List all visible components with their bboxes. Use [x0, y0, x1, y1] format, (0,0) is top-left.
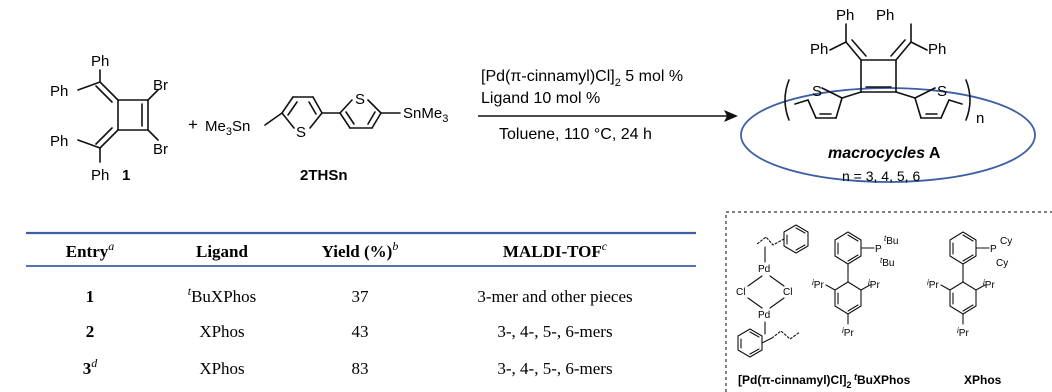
results-table: Entrya Ligand Yield (%)b MALDI-TOFc 1 tB… — [26, 231, 696, 378]
ipr-label: iPr — [812, 278, 824, 291]
sulfur-label: S — [296, 124, 306, 141]
table-row: 1 tBuXPhos 37 3-mer and other pieces — [86, 284, 633, 306]
table-cell-yield: 43 — [352, 322, 369, 341]
table-header-yield: Yield (%)b — [322, 239, 399, 261]
table-cell-maldi: 3-mer and other pieces — [477, 287, 632, 306]
dashed-frame — [725, 211, 1052, 392]
ipr-label: iPr — [957, 326, 969, 339]
cl-label: Cl — [736, 287, 745, 298]
table-cell-yield: 83 — [352, 359, 369, 378]
reaction-conditions: [Pd(π-cinnamyl)Cl]2 5 mol % Ligand 10 mo… — [481, 68, 683, 143]
ipr-label: iPr — [983, 278, 995, 291]
table-cell-entry: 2 — [86, 322, 95, 341]
table-cell-yield: 37 — [352, 287, 370, 306]
br-label: Br — [153, 141, 168, 158]
pd-complex-label: [Pd(π-cinnamyl)Cl]2 — [738, 373, 852, 390]
xphos-label: XPhos — [964, 373, 1002, 387]
sulfur-label: S — [812, 83, 822, 100]
cy-label: Cy — [1000, 236, 1012, 247]
product-name: macrocycles A — [828, 145, 941, 162]
cl-label: Cl — [783, 287, 792, 298]
pd-label: Pd — [758, 310, 770, 321]
sulfur-label: S — [355, 91, 365, 108]
table-cell-ligand: XPhos — [199, 322, 244, 341]
plus-sign: + — [188, 115, 198, 134]
product-macrocycle: Ph Ph Ph Ph S S n macrocycles A n = 3, 4… — [740, 7, 1036, 184]
table-cell-ligand: tBuXPhos — [188, 284, 257, 306]
tbu-label: tBu — [880, 256, 894, 269]
table-header-maldi: MALDI-TOFc — [503, 239, 608, 261]
sulfur-label: S — [937, 83, 947, 100]
pd-cinnamyl-dimer: Pd Cl Cl Pd [Pd(π-cinnamyl)Cl]2 — [736, 224, 852, 390]
ph-label: Ph — [91, 53, 109, 70]
ipr-label: iPr — [868, 278, 880, 291]
macrocycle-ellipse — [740, 87, 1036, 183]
br-label: Br — [153, 77, 168, 94]
phosphorus-label: P — [990, 244, 997, 255]
ph-label: Ph — [810, 41, 828, 58]
tbuxphos-structure: P tBu tBu iPr iPr iPr tBuXPhos — [812, 231, 911, 387]
ph-label: Ph — [50, 133, 68, 150]
repeat-n: n — [976, 110, 984, 127]
ipr-label: iPr — [842, 326, 854, 339]
compound-number: 2THSn — [300, 167, 348, 184]
ligand-structures-box: Pd Cl Cl Pd [Pd(π-cinnamyl)Cl]2 — [725, 211, 1052, 392]
ph-label: Ph — [876, 7, 894, 24]
catalyst-text: [Pd(π-cinnamyl)Cl]2 5 mol % — [481, 68, 683, 89]
tbu-label: tBu — [884, 234, 898, 247]
compound-1: Ph Ph Br Br Ph Ph 1 — [50, 53, 168, 184]
stannyl-label: Me3Sn — [205, 118, 250, 138]
tbuxphos-label: tBuXPhos — [854, 372, 911, 387]
table-row: 2 XPhos 43 3-, 4-, 5-, 6-mers — [86, 322, 613, 341]
table-cell-entry: 1 — [86, 287, 95, 306]
ligand-text: Ligand 10 mol % — [481, 90, 600, 107]
compound-number: 1 — [122, 167, 130, 184]
phosphorus-label: P — [875, 244, 882, 255]
table-cell-entry: 3d — [83, 356, 99, 378]
table-cell-maldi: 3-, 4-, 5-, 6-mers — [497, 359, 612, 378]
table-cell-ligand: XPhos — [199, 359, 244, 378]
table-header-ligand: Ligand — [196, 242, 249, 261]
xphos-structure: P Cy Cy iPr iPr iPr XPhos — [927, 231, 1012, 387]
table-header-entry: Entrya — [66, 239, 115, 261]
ph-label: Ph — [836, 7, 854, 24]
cy-label: Cy — [996, 258, 1008, 269]
product-n-values: n = 3, 4, 5, 6 — [842, 168, 920, 184]
ph-label: Ph — [928, 41, 946, 58]
ipr-label: iPr — [927, 278, 939, 291]
reaction-arrow — [478, 110, 738, 122]
table-row: 3d XPhos 83 3-, 4-, 5-, 6-mers — [83, 356, 613, 378]
ph-label: Ph — [91, 167, 109, 184]
ph-label: Ph — [50, 83, 68, 100]
table-cell-maldi: 3-, 4-, 5-, 6-mers — [497, 322, 612, 341]
pd-label: Pd — [758, 264, 770, 275]
stannyl-label: SnMe3 — [403, 105, 448, 125]
solvent-text: Toluene, 110 °C, 24 h — [499, 126, 652, 143]
compound-2THSn: Me3Sn S S SnMe3 2THSn — [205, 91, 448, 184]
